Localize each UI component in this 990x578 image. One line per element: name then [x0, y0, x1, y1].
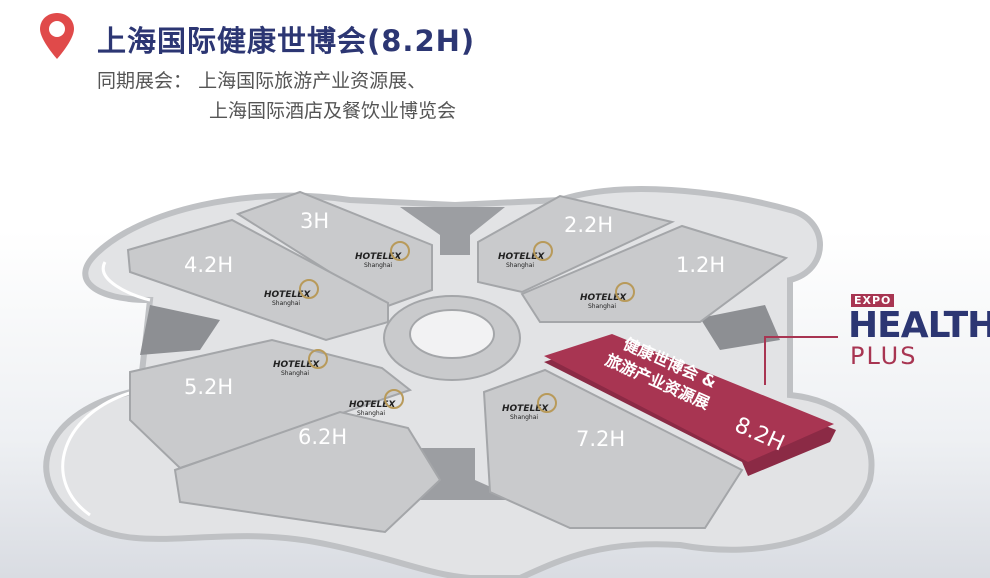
logo-plus: PLUS	[850, 342, 918, 370]
svg-text:Shanghai: Shanghai	[357, 410, 385, 417]
hall-label: 6.2H	[298, 425, 347, 449]
connector-left	[140, 305, 220, 355]
hall-label: 7.2H	[576, 427, 625, 451]
hall-label: 2.2H	[564, 213, 613, 237]
hall-7-2h[interactable]: 7.2H	[482, 368, 744, 529]
logo-health: HEALTH	[848, 305, 990, 346]
concurrent-exhibition-2: 上海国际酒店及餐饮业博览会	[209, 100, 457, 122]
svg-text:Shanghai: Shanghai	[364, 262, 392, 269]
svg-text:HOTELEX: HOTELEX	[580, 293, 627, 303]
svg-text:HOTELEX: HOTELEX	[273, 360, 320, 370]
hall-2-2h[interactable]: 2.2H	[477, 194, 676, 294]
svg-text:Shanghai: Shanghai	[588, 303, 616, 310]
svg-text:Shanghai: Shanghai	[510, 414, 538, 421]
svg-text:HOTELEX: HOTELEX	[355, 252, 402, 262]
logo-expo: EXPO	[851, 294, 895, 307]
svg-text:Shanghai: Shanghai	[281, 370, 309, 377]
hall-label: 3H	[300, 209, 329, 233]
hall-6-2h[interactable]: 6.2H	[173, 410, 442, 534]
concurrent-exhibition-1: 上海国际旅游产业资源展、	[198, 70, 427, 92]
svg-text:Shanghai: Shanghai	[506, 262, 534, 269]
connector-top	[400, 207, 505, 255]
connector-right	[700, 305, 780, 350]
callout-line	[764, 336, 838, 385]
svg-text:HOTELEX: HOTELEX	[264, 290, 311, 300]
hall-5-2h[interactable]: 5.2H	[129, 338, 413, 470]
svg-text:HOTELEX: HOTELEX	[502, 404, 549, 414]
hall-label: 5.2H	[184, 375, 233, 399]
concurrent-exhibitions: 同期展会： 上海国际旅游产业资源展、 上海国际酒店及餐饮业博览会	[97, 66, 456, 126]
svg-text:HOTELEX: HOTELEX	[498, 252, 545, 262]
hall-label: 4.2H	[184, 253, 233, 277]
hall-4-2h[interactable]: 4.2H	[126, 218, 389, 342]
hall-1-2h[interactable]: 1.2H	[520, 224, 789, 323]
page-title: 上海国际健康世博会(8.2H)	[97, 24, 476, 58]
hall-label: 1.2H	[676, 253, 725, 277]
svg-text:Shanghai: Shanghai	[272, 300, 300, 307]
concurrent-label: 同期展会：	[97, 70, 193, 92]
location-pin-icon	[40, 13, 74, 59]
svg-text:HOTELEX: HOTELEX	[349, 400, 396, 410]
